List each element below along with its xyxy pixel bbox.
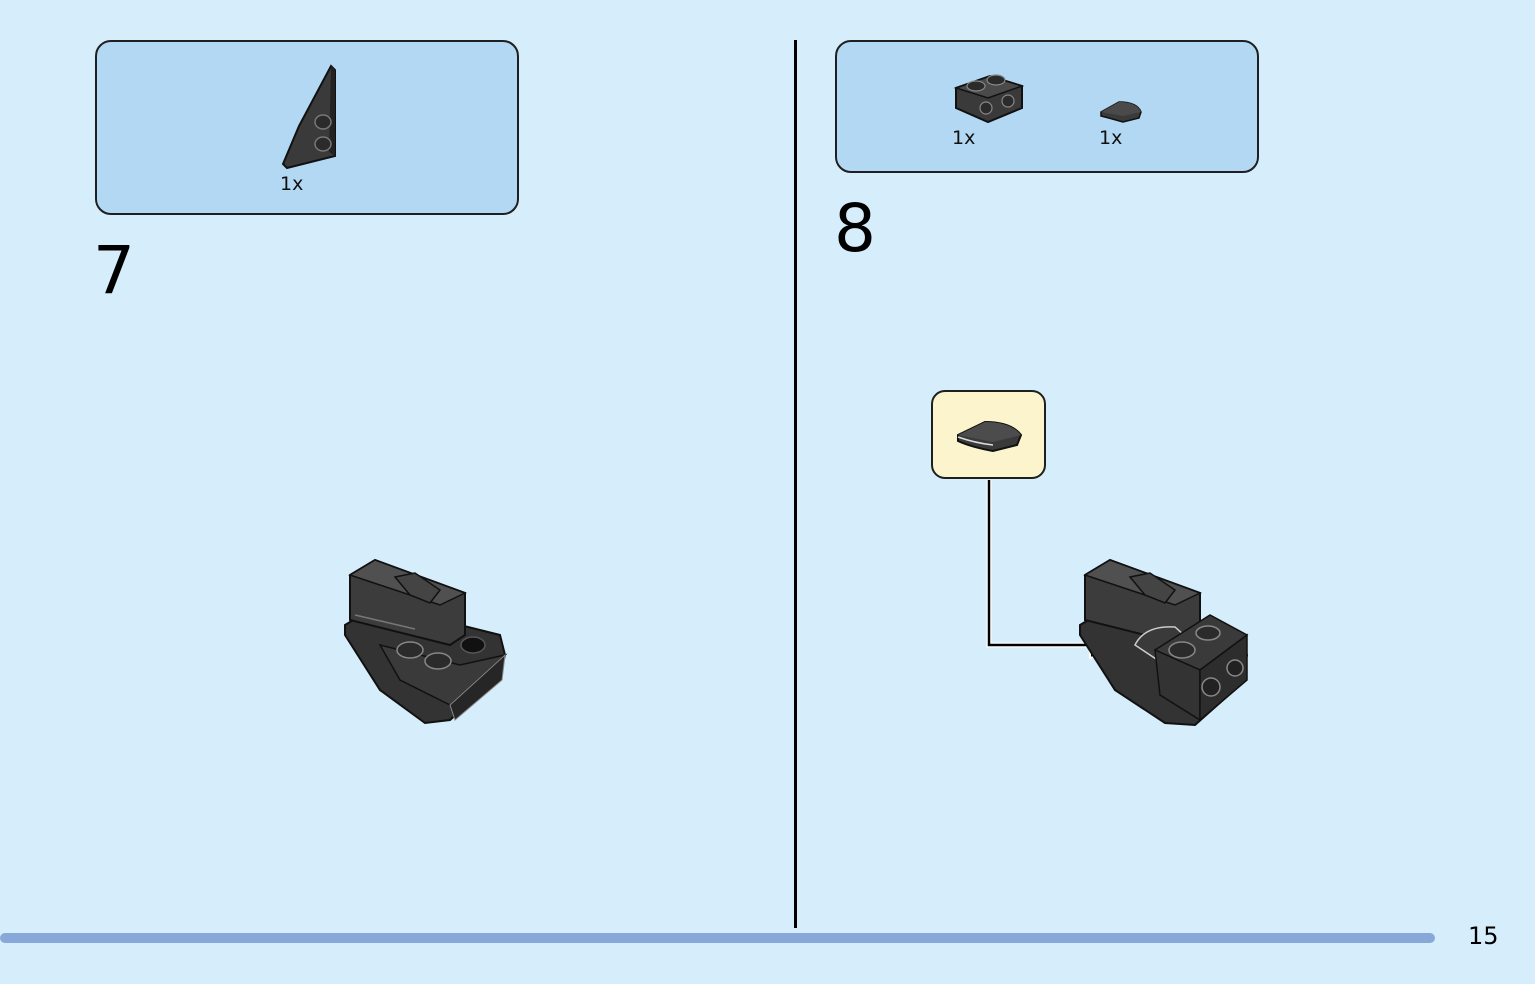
quarter-round-tile-icon: [1100, 101, 1142, 123]
wedge-plate-icon: [281, 64, 336, 170]
step-8-model-illustration: [1079, 558, 1249, 727]
step-number: 7: [93, 232, 135, 309]
step-7-parts-box: 1x: [95, 40, 519, 215]
step-7-model-illustration: [344, 558, 508, 725]
part-quantity: 1x: [280, 173, 304, 195]
step-number: 8: [834, 190, 876, 267]
bracket-plate-icon: [953, 74, 1025, 124]
quarter-round-tile-icon: [957, 420, 1023, 453]
progress-bar: [0, 933, 1435, 943]
part-quantity: 1x: [952, 127, 976, 149]
part-quantity: 1x: [1099, 127, 1123, 149]
page-number: 15: [1468, 922, 1499, 950]
step-8-parts-box: 1x 1x: [835, 40, 1259, 173]
page-divider: [794, 40, 797, 928]
step-8-callout: [931, 390, 1046, 479]
